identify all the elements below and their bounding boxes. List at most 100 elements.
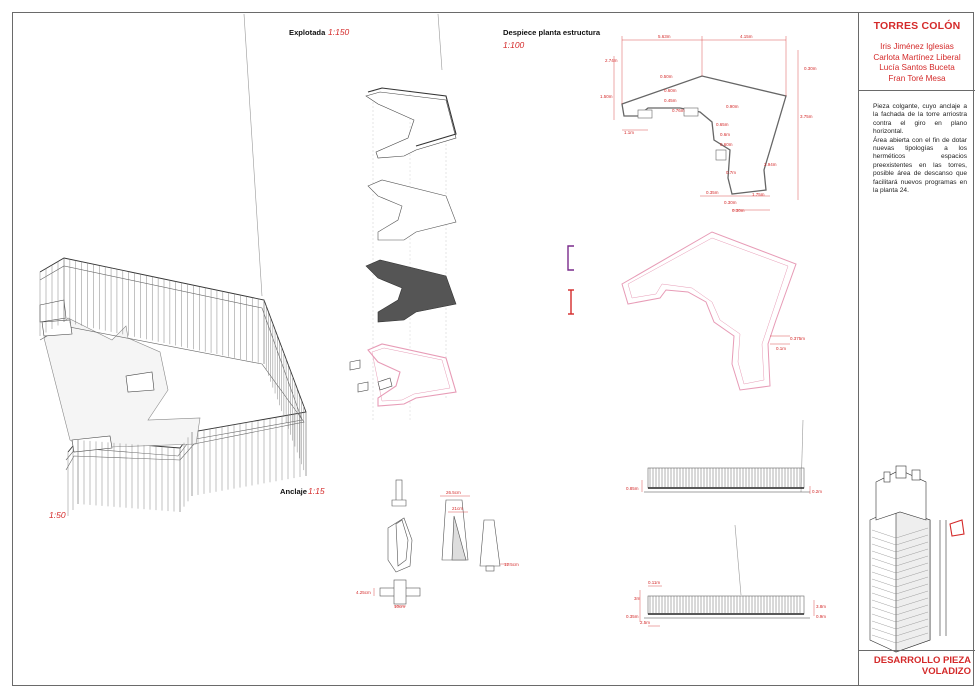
anchor-dimension: 12.5cm	[504, 562, 519, 567]
baluster	[871, 606, 897, 616]
plan-dimension: 0.35m	[706, 190, 719, 195]
plan-dimension: 0.50m	[660, 74, 673, 79]
bottom-divider	[859, 650, 975, 651]
baluster	[871, 585, 897, 595]
elevation-dimension: 3m	[634, 596, 641, 601]
baluster	[895, 527, 929, 539]
plan-dimension: 0.30m	[732, 208, 745, 213]
baluster	[871, 571, 897, 581]
anclaje-scale: 1:15	[308, 486, 325, 496]
anchor-dimension: 10cm	[394, 604, 405, 609]
elevation-dimension: 2.5m	[640, 620, 650, 625]
despiece-label: Despiece planta estructura	[503, 28, 601, 37]
elevation-dimension: 3.8m	[816, 604, 826, 609]
baluster	[895, 534, 929, 546]
authors-list: Iris Jiménez Iglesias Carlota Martínez L…	[859, 42, 975, 84]
pink-outline-plan	[621, 231, 797, 391]
baluster	[895, 618, 929, 630]
plan-dimension: 2.74m	[605, 58, 618, 63]
hanging-cable	[243, 13, 263, 297]
baluster	[895, 576, 929, 588]
structure-plan	[613, 36, 799, 211]
plan-dimension: 4.15m	[740, 34, 753, 39]
elevation-bottom-balusters	[649, 596, 801, 614]
baluster	[895, 562, 929, 574]
section-marks	[567, 245, 574, 315]
baluster	[895, 555, 929, 567]
baluster	[871, 599, 897, 609]
plan-dimension: 3.75m	[800, 114, 813, 119]
author-name: Iris Jiménez Iglesias	[880, 42, 954, 51]
baluster	[895, 632, 929, 644]
sheet-title-line: VOLADIZO	[921, 666, 971, 677]
elevation-dimension: 0.11m	[648, 580, 660, 585]
plan-dimension: 1.1m	[624, 130, 634, 135]
pink-dim-2: 0.1m	[776, 346, 786, 351]
anchor-dimension: 21cm	[452, 506, 463, 511]
baluster	[871, 620, 897, 630]
anchor-details	[373, 479, 510, 607]
baluster	[895, 625, 929, 637]
anchor-dimension: 26.5cm	[446, 490, 461, 495]
plan-dimension: 0.45m	[664, 98, 677, 103]
anclaje-label: Anclaje	[280, 487, 308, 496]
anchor-dimension: 4.25cm	[356, 590, 371, 595]
elevation-dimension: 0.2m	[812, 489, 822, 494]
plan-dimension: 1.75m	[752, 192, 765, 197]
explotada-scale: 1:150	[328, 27, 350, 37]
author-name: Lucía Santos Buceta	[879, 63, 955, 72]
baluster	[895, 541, 929, 553]
description-paragraph: Área abierta con el fin de dotar nuevas …	[873, 136, 967, 195]
sheet-title-line: DESARROLLO PIEZA	[873, 655, 971, 666]
baluster	[871, 536, 897, 546]
hanging-cable	[437, 13, 443, 71]
plan-dimension: 2.94m	[764, 162, 777, 167]
project-title: TORRES COLÓN	[873, 20, 961, 32]
title-block: TORRES COLÓN Iris Jiménez Iglesias Carlo…	[858, 12, 975, 686]
plan-dimension: 0.30m	[724, 200, 737, 205]
baluster	[871, 550, 897, 560]
axo-balusters	[39, 258, 307, 516]
baluster	[895, 590, 929, 602]
baluster	[871, 564, 897, 574]
baluster	[895, 583, 929, 595]
plan-dimension: 0.6m	[720, 132, 730, 137]
baluster	[895, 597, 929, 609]
hanging-cable	[734, 524, 742, 596]
baluster	[871, 627, 897, 637]
baluster	[871, 613, 897, 623]
plan-dimension: 0.7m	[726, 170, 736, 175]
baluster	[871, 634, 897, 644]
baluster	[895, 569, 929, 581]
plan-dimension: 5.63m	[658, 34, 671, 39]
sheet-frame	[12, 12, 974, 686]
project-description: Pieza colgante, cuyo anclaje a la fachad…	[873, 103, 967, 195]
axonometric-scale: 1:50	[49, 510, 66, 520]
plan-dimension: 0.60m	[720, 142, 733, 147]
tower-floor-lines	[871, 527, 929, 644]
plan-dimension: 0.65m	[716, 122, 729, 127]
description-paragraph: Pieza colgante, cuyo anclaje a la fachad…	[873, 103, 967, 136]
elevation-top-balusters	[649, 468, 801, 488]
plan-dimension: 0.60m	[664, 88, 677, 93]
sheet-title: DESARROLLO PIEZA VOLADIZO	[859, 655, 975, 677]
anchor-dimension-labels: 26.5cm 21cm 12.5cm 4.25cm 10cm	[356, 490, 519, 609]
baluster	[871, 578, 897, 588]
despiece-scale: 1:100	[503, 40, 525, 50]
exploded-view	[349, 87, 457, 420]
baluster	[895, 611, 929, 623]
explotada-label: Explotada	[289, 28, 326, 37]
plan-dimension: 1.50m	[600, 94, 613, 99]
baluster	[895, 548, 929, 560]
pink-dim-1: 0.375m	[790, 336, 805, 341]
elevation-dimension: 0.9m	[816, 614, 826, 619]
hanging-cable	[800, 419, 804, 493]
baluster	[871, 529, 897, 539]
plan-dimension: 0.76m	[672, 108, 685, 113]
elevation-dimension: 0.85m	[626, 486, 639, 491]
baluster	[871, 543, 897, 553]
plan-dimension-labels: 5.63m 4.15m 2.74m 0.50m 1.50m 0.60m 0.45m 1.1m 0…	[600, 34, 817, 213]
